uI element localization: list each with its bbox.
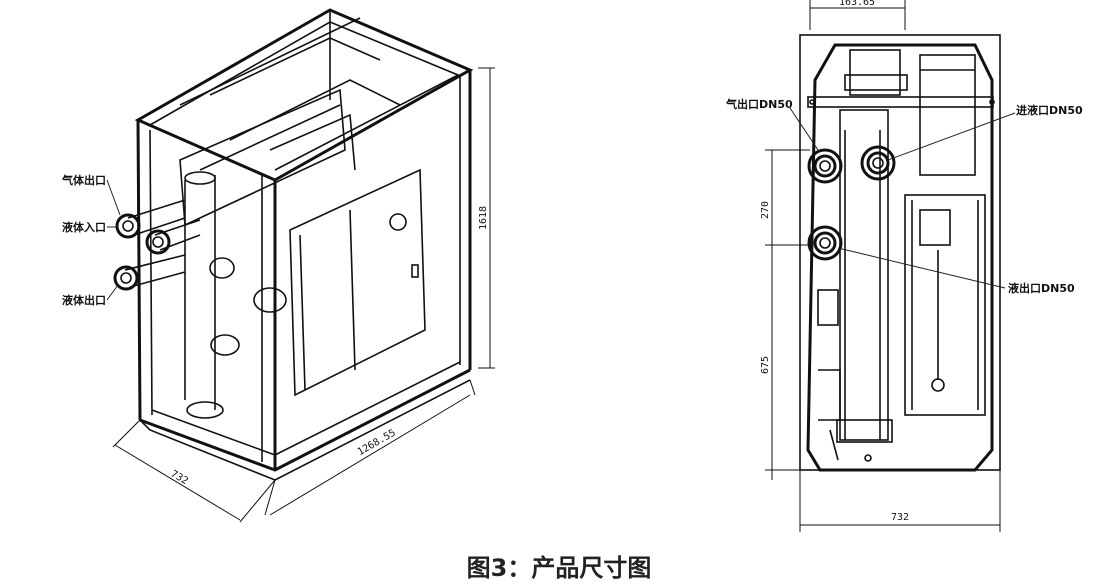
iso-width-dimension: 1268.55 — [356, 428, 398, 459]
iso-pipe-flange — [113, 254, 186, 291]
front-lower-dimension: 675 — [760, 356, 771, 374]
iso-depth-dimension: 732 — [169, 469, 190, 488]
front-top-dimension: 163.65 — [839, 0, 875, 8]
iso-label-liquid-outlet: 液体出口 — [62, 293, 106, 307]
iso-label-liquid-inlet: 液体入口 — [62, 220, 106, 234]
iso-pipe-flange — [145, 219, 201, 255]
isometric-view: 气体出口 液体入口 液体出口 1618 1268.55 732 — [61, 8, 495, 523]
iso-label-gas-inlet: 气体出口 — [61, 173, 106, 187]
front-view: 163.65 — [725, 0, 1083, 532]
front-label-gas-outlet: 气出口DN50 — [725, 97, 793, 111]
front-label-liquid-return: 进液口DN50 — [1016, 103, 1083, 117]
iso-pipe-flange — [115, 199, 186, 239]
iso-height-dimension: 1618 — [478, 206, 489, 230]
front-flange-gas — [807, 148, 843, 184]
front-flange-return — [860, 145, 896, 181]
front-upper-dimension: 270 — [760, 201, 771, 219]
front-flange-liquid — [807, 225, 843, 261]
figure-caption: 图3：产品尺寸图 — [466, 554, 652, 582]
front-label-liquid-out: 液出口DN50 — [1008, 281, 1075, 295]
front-bottom-dimension: 732 — [891, 512, 909, 523]
